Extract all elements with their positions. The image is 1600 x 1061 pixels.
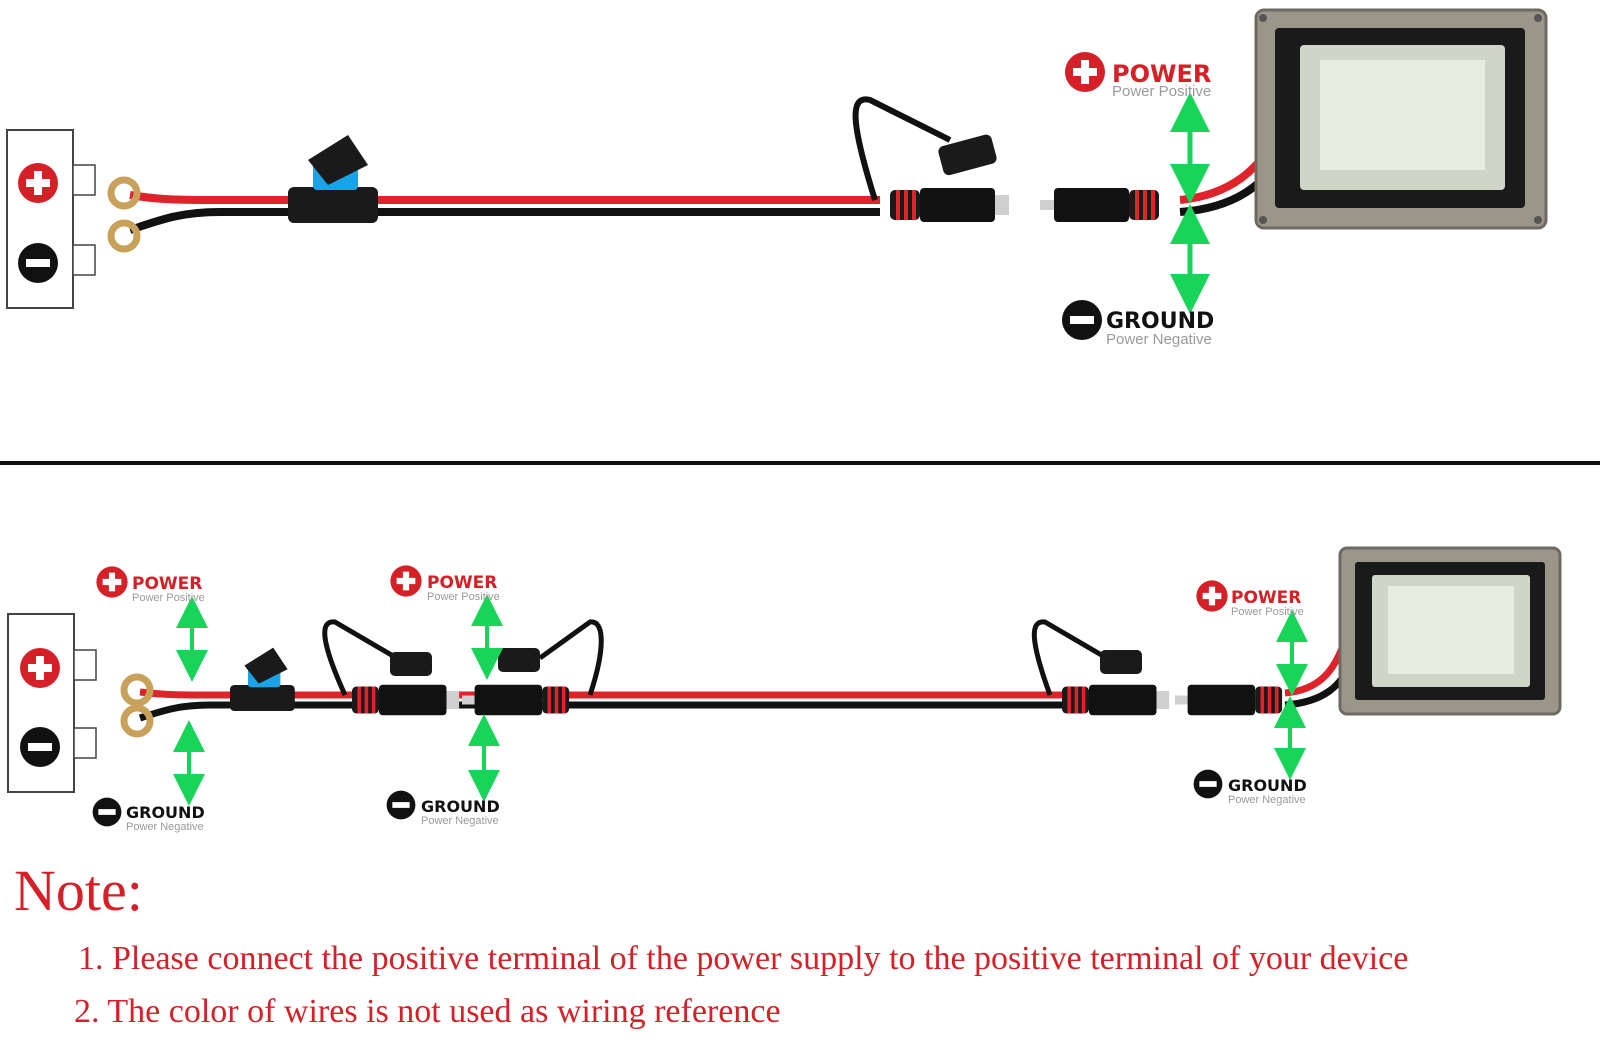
ground-label-title: GROUND [126, 803, 205, 822]
fuse-holder-icon [230, 647, 295, 711]
ring-terminal-icon [124, 708, 150, 734]
power-label-title: POWER [1112, 60, 1211, 88]
plus-circle-icon [18, 163, 58, 203]
flood-light-icon [1254, 8, 1548, 230]
sae-connector-male-icon [890, 188, 1009, 222]
sae-connector-female-icon [462, 684, 570, 716]
power-label-sub: Power Positive [427, 591, 500, 603]
note-line-1: 1. Please connect the positive terminal … [78, 940, 1409, 977]
plus-circle-icon [1065, 52, 1105, 92]
minus-circle-icon [1062, 300, 1102, 340]
power-label-sub: Power Positive [132, 592, 205, 604]
ground-label-title: GROUND [1106, 309, 1214, 334]
ground-label-sub: Power Negative [1228, 794, 1306, 806]
ground-label-sub: Power Negative [1106, 331, 1212, 348]
power-label-title: POWER [427, 573, 497, 593]
minus-circle-icon [386, 790, 416, 820]
sae-connector-female-icon [1040, 188, 1159, 222]
fuse-holder-icon [288, 135, 378, 223]
power-label-sub: Power Positive [1112, 83, 1211, 100]
flood-light-icon [1338, 546, 1562, 716]
ring-terminal-icon [111, 223, 137, 249]
plus-circle-icon [1196, 580, 1228, 612]
ground-label-sub: Power Negative [421, 815, 499, 827]
plus-circle-icon [96, 566, 128, 598]
ground-label-title: GROUND [421, 797, 500, 816]
note-line-2: 2. The color of wires is not used as wir… [74, 993, 781, 1030]
sae-connector-male-icon [1062, 684, 1170, 716]
power-label-sub: Power Positive [1231, 606, 1304, 618]
plus-circle-icon [390, 565, 422, 597]
note-title: Note: [14, 858, 143, 923]
minus-circle-icon [1193, 769, 1223, 799]
minus-circle-icon [92, 797, 122, 827]
bottom-diagram: POWER Power Positive GROUND Power Negati… [7, 546, 1562, 833]
ground-label-title: GROUND [1228, 776, 1307, 795]
top-diagram: POWER Power Positive GROUND Power Negati… [6, 8, 1548, 348]
minus-circle-icon [20, 727, 60, 767]
power-label-title: POWER [132, 574, 202, 594]
ground-label-sub: Power Negative [126, 821, 204, 833]
minus-circle-icon [18, 243, 58, 283]
sae-connector-male-icon [352, 684, 460, 716]
plus-circle-icon [20, 648, 60, 688]
sae-connector-female-icon [1175, 684, 1283, 716]
power-label-title: POWER [1231, 588, 1301, 608]
